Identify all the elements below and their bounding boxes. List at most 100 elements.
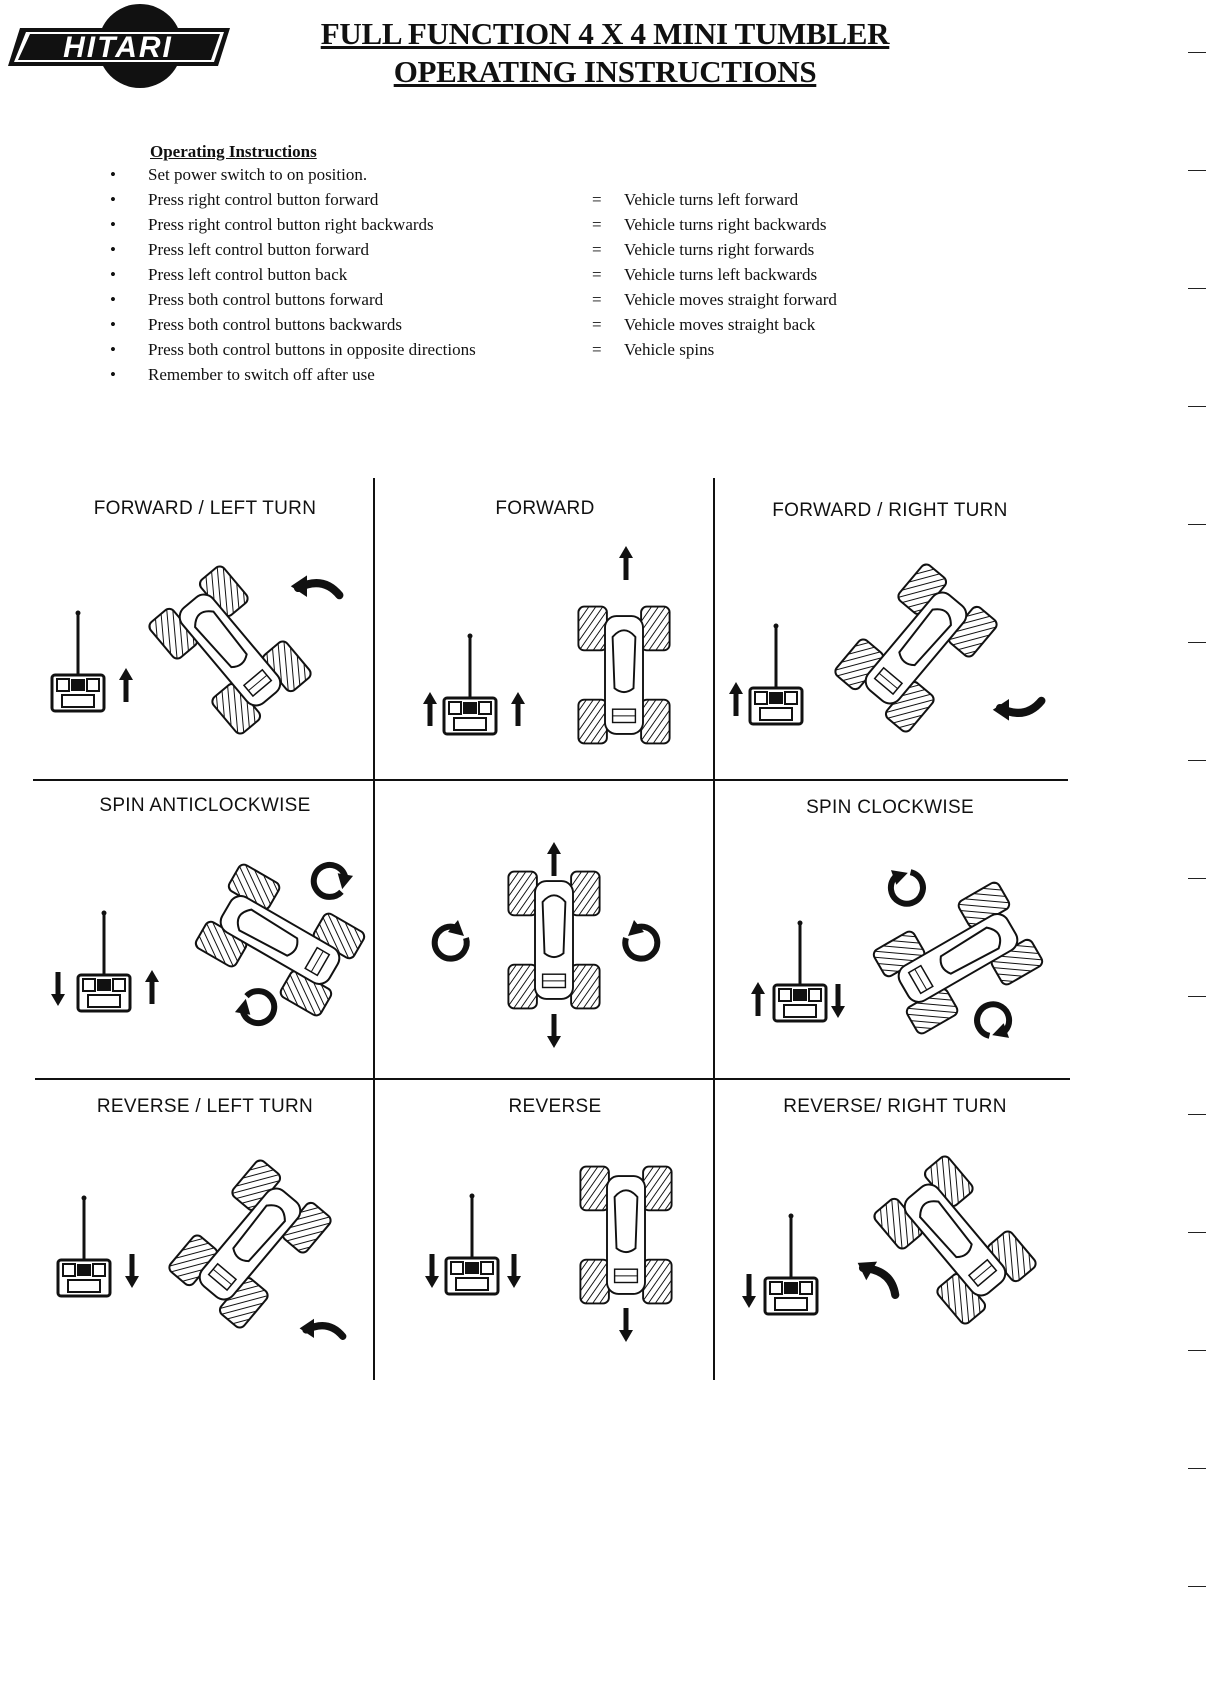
margin-tick (1188, 170, 1206, 171)
vehicle-icon (192, 861, 368, 1019)
margin-tick (1188, 996, 1206, 997)
arrow-down-icon (619, 1308, 633, 1342)
margin-tick (1188, 52, 1206, 53)
arrow-up-icon (619, 546, 633, 580)
spin-clockwise-illustration (751, 840, 1046, 1070)
vehicle-icon (507, 870, 601, 1010)
list-item: • Set power switch to on position. (110, 165, 910, 190)
instruction-action: Press both control buttons backwards (148, 315, 403, 334)
hitari-logo: HITARI (8, 4, 230, 88)
equals-sign: = (592, 265, 602, 284)
rotation-arrow-icon (308, 856, 357, 903)
margin-tick (1188, 524, 1206, 525)
instruction-action: Press right control button forward (148, 190, 379, 209)
instruction-action: Press left control button forward (148, 240, 369, 259)
arrow-down-icon (547, 1014, 561, 1048)
svg-text:HITARI: HITARI (63, 31, 173, 64)
curved-arrow-icon (993, 699, 1042, 721)
grid-divider-vertical (713, 478, 715, 1380)
list-item: •Press both control buttons backwards=Ve… (110, 315, 910, 340)
margin-tick (1188, 1232, 1206, 1233)
rotation-arrow-icon (231, 985, 280, 1032)
curved-arrow-icon (852, 1253, 905, 1296)
reverse-left-turn-illustration (56, 1156, 370, 1370)
instruction-action: Remember to switch off after use (148, 365, 375, 384)
vehicle-icon (577, 605, 671, 745)
bullet-icon: • (110, 315, 116, 334)
cell-title-reverse-left-turn: REVERSE / LEFT TURN (96, 1096, 314, 1117)
instruction-result: Vehicle spins (624, 340, 715, 359)
remote-control-icon (772, 919, 828, 1023)
equals-sign: = (592, 340, 602, 359)
instruction-action: Press left control button back (148, 265, 348, 284)
remote-control-icon (56, 1194, 112, 1298)
remote-control-icon (50, 609, 106, 713)
spin-anticlockwise-illustration (51, 840, 368, 1070)
grid-divider-horizontal (33, 779, 1068, 781)
instructions-list: •Set power switch to on position. •Press… (110, 165, 910, 390)
vehicle-icon (870, 1152, 1040, 1328)
arrow-up-icon (547, 842, 561, 876)
document-subtitle: OPERATING INSTRUCTIONS (393, 54, 817, 89)
list-item: • Press left control button back = Vehicle … (110, 265, 910, 290)
document-title: FULL FUNCTION 4 X 4 MINI TUMBLER (320, 16, 890, 51)
arrow-down-icon (507, 1254, 521, 1288)
vehicle-icon (145, 562, 315, 738)
vehicle-icon (165, 1156, 335, 1332)
forward-illustration (423, 546, 671, 745)
cell-title-spin-anticlockwise: SPIN ANTICLOCKWISE (99, 795, 311, 816)
arrow-down-icon (425, 1254, 439, 1288)
list-item: • Press right control button forward = Vehi… (110, 190, 910, 215)
arrow-down-icon (125, 1254, 139, 1288)
reverse-illustration (425, 1165, 673, 1342)
vehicle-icon (579, 1165, 673, 1305)
remote-control-icon (763, 1212, 819, 1316)
remote-control-icon (76, 909, 132, 1013)
margin-tick (1188, 878, 1206, 879)
instruction-result: Vehicle moves straight forward (624, 290, 837, 309)
bullet-icon: • (110, 365, 116, 384)
reverse-right-turn-illustration (742, 1152, 1040, 1328)
arrow-down-icon (742, 1274, 756, 1308)
bullet-icon: • (110, 190, 116, 209)
spin-center-illustration (420, 842, 680, 1048)
margin-tick (1188, 406, 1206, 407)
margin-tick (1188, 1114, 1206, 1115)
rotation-arrow-icon (879, 863, 928, 910)
rotation-arrow-icon (625, 920, 657, 959)
margin-tick (1188, 760, 1206, 761)
cell-title-forward-right-turn: FORWARD / RIGHT TURN (772, 500, 1008, 521)
bullet-icon: • (110, 240, 116, 259)
margin-tick (1188, 1586, 1206, 1587)
instruction-action: Press right control button right backwar… (148, 215, 434, 234)
bullet-icon: • (110, 215, 116, 234)
arrow-up-icon (145, 970, 159, 1004)
equals-sign: = (592, 190, 602, 209)
remote-control-icon (444, 1192, 500, 1296)
curved-arrow-icon (300, 1319, 343, 1338)
arrow-down-icon (831, 984, 845, 1018)
remote-control-icon (442, 632, 498, 736)
arrow-up-icon (423, 692, 437, 726)
forward-right-turn-illustration (729, 560, 1060, 736)
instructions-heading: Operating Instructions (150, 142, 317, 161)
list-item: •Press both control buttons forward=Vehi… (110, 290, 910, 315)
arrow-down-icon (51, 972, 65, 1006)
list-item: •Press left control button forward=Vehic… (110, 240, 910, 265)
margin-tick (1188, 288, 1206, 289)
grid-divider-horizontal (35, 1078, 1070, 1080)
instruction-result: Vehicle turns left backwards (624, 265, 818, 284)
arrow-up-icon (511, 692, 525, 726)
instruction-result: Vehicle turns left forward (624, 190, 799, 209)
bullet-icon: • (110, 165, 116, 184)
equals-sign: = (592, 215, 602, 234)
forward-left-turn-illustration (50, 562, 370, 738)
margin-tick (1188, 1468, 1206, 1469)
equals-sign: = (592, 290, 602, 309)
instruction-result: Vehicle turns right forwards (624, 240, 815, 259)
list-item: • Remember to switch off after use (110, 365, 910, 390)
instruction-action: Press both control buttons in opposite d… (148, 340, 476, 359)
bullet-icon: • (110, 265, 116, 284)
instruction-action: Set power switch to on position. (148, 165, 368, 184)
rotation-arrow-icon (971, 998, 1020, 1045)
